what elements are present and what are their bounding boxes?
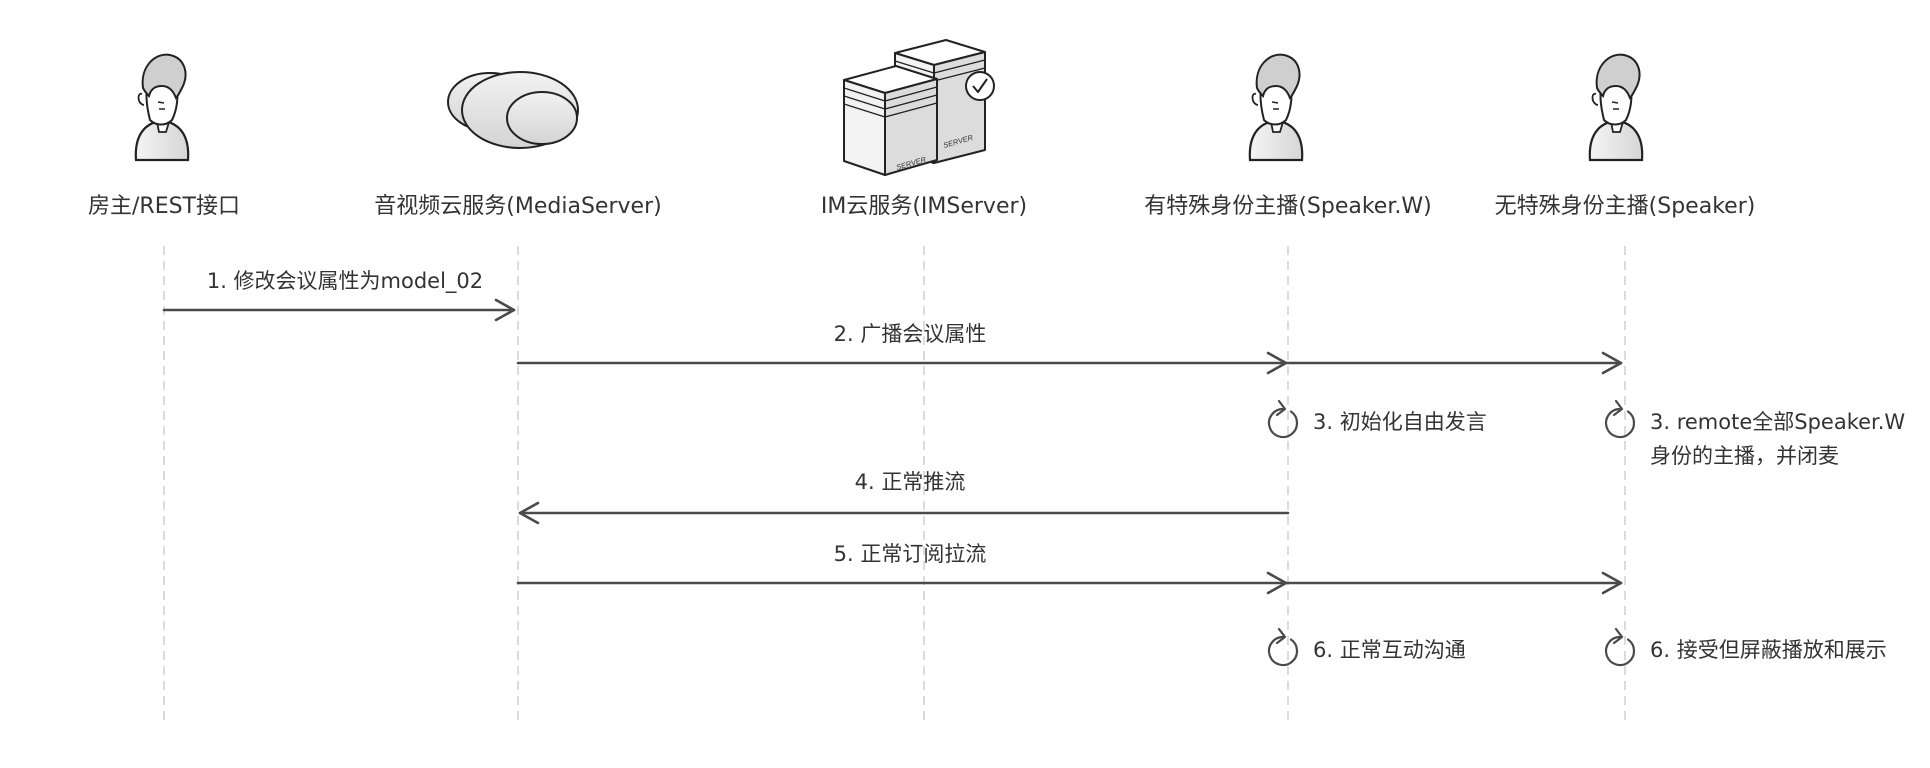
message-label: 5. 正常订阅拉流	[833, 542, 987, 566]
step-label: 3. remote全部Speaker.W	[1650, 410, 1906, 434]
step-label: 6. 接受但屏蔽播放和展示	[1650, 638, 1887, 662]
message-arrow	[516, 571, 1623, 595]
refresh-icon	[1604, 627, 1636, 667]
actor-label-media-server: 音视频云服务(MediaServer)	[374, 194, 662, 219]
message-label: 1. 修改会议属性为model_02	[206, 269, 484, 293]
step-label: 身份的主播，并闭麦	[1650, 444, 1839, 468]
cloud-icon	[447, 71, 579, 149]
actor-label-im-server: IM云服务(IMServer)	[820, 194, 1028, 219]
refresh-icon	[1267, 627, 1299, 667]
step-label: 3. 初始化自由发言	[1313, 410, 1487, 434]
step-label: 6. 正常互动沟通	[1313, 638, 1466, 662]
message-arrow	[162, 298, 516, 322]
message-label: 4. 正常推流	[854, 470, 966, 494]
person-icon	[1588, 53, 1644, 162]
actor-label-speaker: 无特殊身份主播(Speaker)	[1494, 194, 1756, 219]
server-icon	[843, 39, 995, 176]
message-arrow	[516, 351, 1623, 375]
message-label: 2. 广播会议属性	[833, 322, 987, 346]
actor-label-owner: 房主/REST接口	[87, 194, 241, 219]
person-icon	[1248, 53, 1304, 162]
refresh-icon	[1267, 399, 1299, 439]
message-arrow	[518, 501, 1290, 525]
refresh-icon	[1604, 399, 1636, 439]
person-icon	[134, 53, 190, 162]
actor-label-speaker-w: 有特殊身份主播(Speaker.W)	[1144, 194, 1432, 219]
